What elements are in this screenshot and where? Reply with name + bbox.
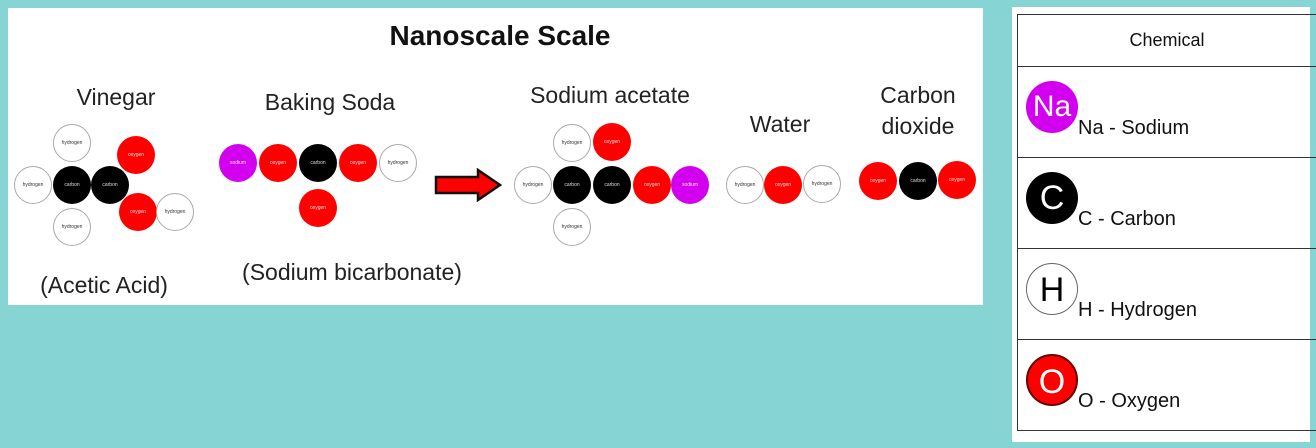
oxygen-atom: oxygen (299, 189, 337, 227)
oxygen-atom: oxygen (633, 166, 671, 204)
oxygen-atom-icon: O (1026, 353, 1078, 406)
label-carbon-dioxide-line2: dioxide (881, 113, 955, 139)
sodium-atom: sodium (219, 144, 257, 182)
table-row: CC - Carbon (1017, 157, 1316, 249)
sodium-atom-icon: Na (1026, 80, 1078, 133)
oxygen-atom: oxygen (117, 136, 155, 174)
row-label: C - Carbon (1078, 207, 1176, 230)
oxygen-atom: oxygen (259, 144, 297, 182)
hydrogen-atom: hydrogen (379, 144, 417, 182)
legend-table-panel: Chemical NaNa - Sodium CC - Carbon HH - … (1012, 7, 1316, 442)
hydrogen-atom: hydrogen (514, 166, 552, 204)
carbon-atom: carbon (91, 166, 129, 204)
oxygen-atom: oxygen (859, 162, 897, 200)
label-sodium-bicarbonate: (Sodium bicarbonate) (242, 259, 462, 285)
carbon-atom-icon: C (1026, 171, 1078, 224)
sodium-atom: sodium (671, 166, 709, 204)
row-label: Na - Sodium (1078, 116, 1190, 139)
chemical-legend-table: Chemical NaNa - Sodium CC - Carbon HH - … (1017, 14, 1316, 431)
table-row: HH - Hydrogen (1017, 248, 1316, 340)
oxygen-atom: oxygen (593, 123, 631, 161)
carbon-atom: carbon (53, 166, 91, 204)
nanoscale-diagram-panel (8, 8, 983, 305)
label-vinegar: Vinegar (76, 84, 156, 110)
label-baking-soda: Baking Soda (264, 89, 396, 115)
table-row: NaNa - Sodium (1017, 66, 1316, 158)
reaction-arrow-icon (434, 168, 503, 202)
carbon-atom: carbon (553, 166, 591, 204)
label-acetic-acid: (Acetic Acid) (40, 272, 168, 298)
carbon-atom: carbon (899, 162, 937, 200)
hydrogen-atom: hydrogen (553, 124, 591, 162)
carbon-atom: carbon (593, 166, 631, 204)
oxygen-atom: oxygen (764, 166, 802, 204)
oxygen-atom: oxygen (339, 144, 377, 182)
hydrogen-atom: hydrogen (803, 165, 841, 203)
hydrogen-atom: hydrogen (726, 166, 764, 204)
hydrogen-atom-icon: H (1026, 262, 1078, 315)
row-label: O - Oxygen (1078, 389, 1181, 412)
hydrogen-atom: hydrogen (156, 193, 194, 231)
label-carbon-dioxide: Carbon dioxide (880, 80, 955, 142)
row-label: H - Hydrogen (1078, 298, 1197, 321)
hydrogen-atom: hydrogen (53, 124, 91, 162)
hydrogen-atom: hydrogen (553, 208, 591, 246)
label-water: Water (749, 111, 811, 137)
label-carbon-dioxide-line1: Carbon (880, 82, 956, 108)
hydrogen-atom: hydrogen (14, 166, 52, 204)
oxygen-atom: oxygen (119, 193, 157, 231)
oxygen-atom: oxygen (938, 161, 976, 199)
carbon-atom: carbon (299, 144, 337, 182)
diagram-title: Nanoscale Scale (389, 20, 611, 51)
hydrogen-atom: hydrogen (53, 208, 91, 246)
label-sodium-acetate: Sodium acetate (530, 82, 690, 108)
table-header-chemical: Chemical (1017, 14, 1316, 67)
